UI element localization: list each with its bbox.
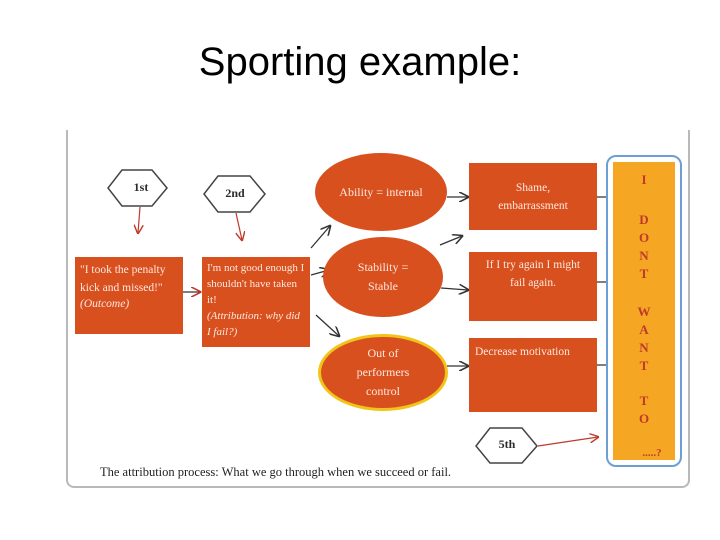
attribution-text: I'm not good enough I shouldn't have tak… [207, 262, 305, 306]
column-letter: W [637, 304, 651, 319]
stability-label: Stability = Stable [357, 260, 409, 293]
ability-ellipse: Ability = internal [315, 153, 447, 231]
outcome-box: "I took the penalty kick and missed!" (O… [75, 257, 183, 334]
column-letter: A [639, 322, 649, 337]
ability-label: Ability = internal [339, 184, 423, 199]
badge-1st: 1st [133, 180, 149, 194]
attribution-box: I'm not good enough I shouldn't have tak… [202, 257, 310, 347]
column-letter: D [639, 212, 649, 227]
badge-5th: 5th [498, 437, 516, 451]
shame-label: Shame, embarrassment [498, 181, 568, 212]
column-letter: N [639, 340, 649, 355]
column-letter: T [639, 393, 649, 408]
control-label: Out of performers control [356, 346, 410, 398]
slide-title: Sporting example: [198, 40, 522, 84]
column-letter: T [639, 266, 649, 281]
shame-box: Shame, embarrassment [469, 163, 597, 230]
motivation-box: Decrease motivation [469, 338, 597, 412]
outcome-quote: "I took the penalty kick and missed!" [80, 264, 166, 294]
attribution-tag: (Attribution: why did I fail?) [207, 310, 300, 338]
fail-again-label: If I try again I might fail again. [485, 259, 581, 289]
column-letter: T [639, 358, 649, 373]
motivation-label: Decrease motivation [475, 346, 570, 358]
control-ellipse: Out of performers control [318, 334, 448, 411]
outcome-tag: (Outcome) [80, 298, 130, 310]
column-ending: .....? [642, 447, 662, 459]
column-letter: O [638, 411, 650, 426]
badge-2nd: 2nd [225, 186, 245, 200]
column-letter: N [639, 248, 649, 263]
conclusion-column: I D O N T W A N T T O .....? [606, 155, 682, 467]
conclusion-column-fill: I D O N T W A N T T O .....? [613, 162, 675, 460]
fail-again-box: If I try again I might fail again. [469, 252, 597, 321]
figure-caption: The attribution process: What we go thro… [100, 465, 452, 479]
column-letter: O [638, 230, 650, 245]
stability-ellipse: Stability = Stable [323, 237, 443, 317]
column-letter: I [641, 172, 647, 187]
